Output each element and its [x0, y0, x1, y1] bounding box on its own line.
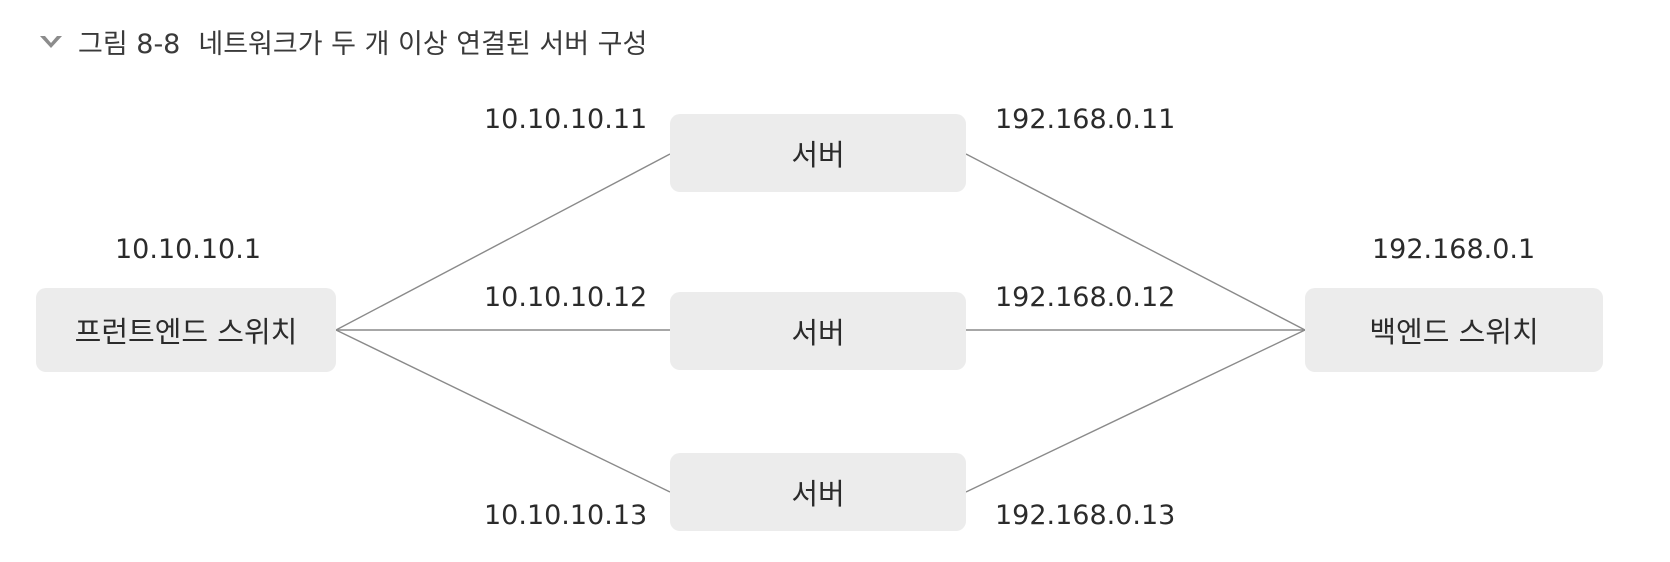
server-1-front-ip: 10.10.10.11 — [484, 104, 648, 135]
server-1-back-ip: 192.168.0.11 — [995, 104, 1176, 135]
link-server-1-backend — [965, 153, 1306, 331]
backend-switch-box: 백엔드 스위치 — [1305, 288, 1603, 372]
frontend-switch-box: 프런트엔드 스위치 — [36, 288, 336, 372]
frontend-switch-label: 프런트엔드 스위치 — [74, 315, 298, 349]
server-label: 서버 — [791, 138, 845, 172]
frontend-switch-ip: 10.10.10.1 — [115, 234, 261, 265]
figure-caption: 그림 8-8 네트워크가 두 개 이상 연결된 서버 구성 — [36, 22, 647, 61]
backend-switch-ip: 192.168.0.1 — [1372, 234, 1536, 265]
figure-number: 그림 8-8 — [78, 29, 181, 60]
server-3-back-ip: 192.168.0.13 — [995, 500, 1176, 531]
link-frontend-server-1 — [335, 153, 671, 331]
server-2-front-ip: 10.10.10.12 — [484, 282, 648, 313]
server-box-3: 서버 — [670, 453, 966, 531]
link-frontend-server-3 — [335, 329, 671, 493]
server-box-1: 서버 — [670, 114, 966, 192]
server-box-2: 서버 — [670, 292, 966, 370]
server-label: 서버 — [791, 477, 845, 511]
server-3-front-ip: 10.10.10.13 — [484, 500, 648, 531]
server-label: 서버 — [791, 316, 845, 350]
figure-title: 네트워크가 두 개 이상 연결된 서버 구성 — [198, 29, 648, 60]
chevron-down-icon — [40, 35, 62, 48]
backend-switch-label: 백엔드 스위치 — [1369, 315, 1539, 349]
link-server-3-backend — [965, 329, 1306, 493]
server-2-back-ip: 192.168.0.12 — [995, 282, 1176, 313]
